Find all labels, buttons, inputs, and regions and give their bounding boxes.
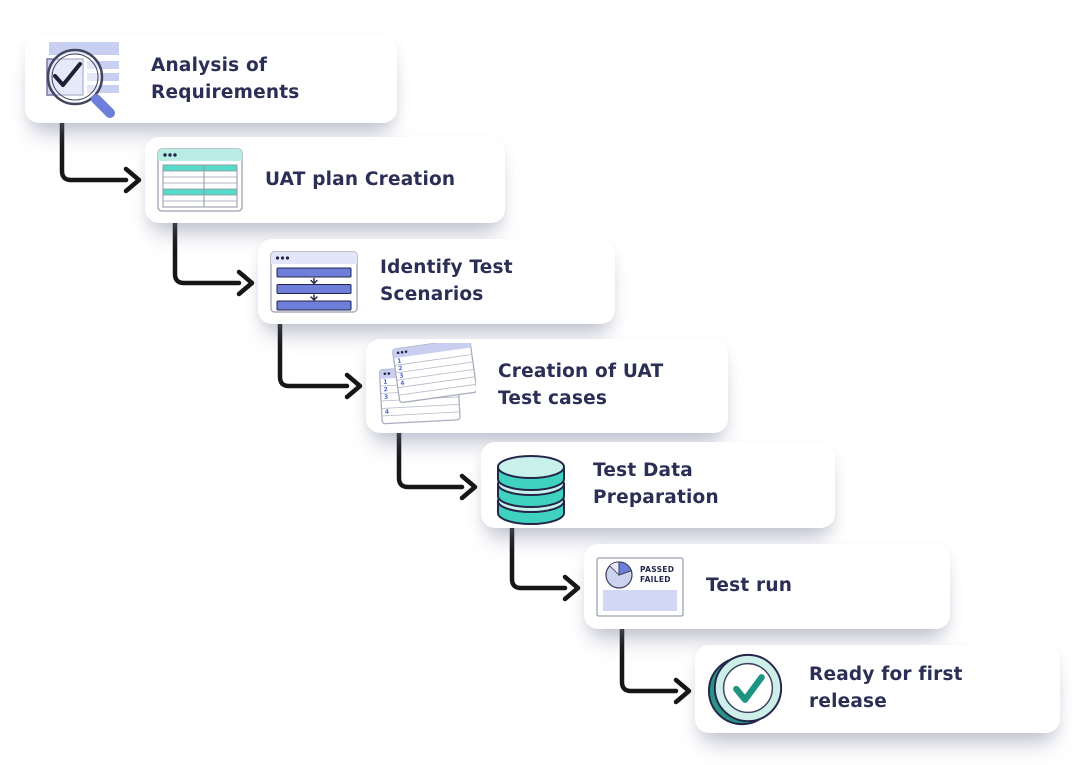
step-card-uat-plan-creation: UAT plan Creation bbox=[145, 137, 505, 223]
step-card-analysis-of-requirements: Analysis of Requirements bbox=[25, 36, 397, 123]
step-card-creation-of-uat-test-cases: 1 2 3 4 1 2 3 4 Creation of UAT Te bbox=[366, 339, 728, 433]
arrow-step4-to-step5 bbox=[396, 430, 478, 501]
scenario-steps-icon bbox=[270, 250, 358, 313]
svg-text:4: 4 bbox=[385, 409, 390, 416]
database-icon bbox=[493, 445, 571, 525]
svg-text:4: 4 bbox=[400, 380, 405, 388]
svg-text:1: 1 bbox=[383, 379, 388, 386]
step-label: Identify Test Scenarios bbox=[380, 256, 513, 305]
step-label: Test Data Preparation bbox=[593, 460, 719, 508]
svg-text:3: 3 bbox=[399, 372, 404, 380]
arrow-step6-to-step7 bbox=[619, 626, 692, 705]
step-label: Ready for first release bbox=[809, 664, 963, 712]
arrow-step3-to-step4 bbox=[277, 321, 363, 400]
test-report-pie-icon: PASSED FAILED bbox=[596, 556, 684, 617]
check-circle-icon bbox=[707, 649, 787, 729]
step-label: Test run bbox=[706, 575, 793, 597]
svg-text:1: 1 bbox=[397, 357, 402, 365]
arrow-step1-to-step2 bbox=[59, 120, 142, 194]
plan-table-icon bbox=[157, 148, 243, 212]
arrow-step2-to-step3 bbox=[172, 220, 255, 297]
arrow-step5-to-step6 bbox=[509, 525, 581, 602]
step-card-test-run: PASSED FAILED Test run bbox=[584, 544, 950, 629]
svg-text:2: 2 bbox=[398, 365, 403, 373]
svg-text:2: 2 bbox=[383, 386, 388, 393]
requirements-magnifier-icon bbox=[37, 40, 129, 120]
step-label: Creation of UAT Test cases bbox=[498, 361, 664, 409]
step-card-identify-test-scenarios: Identify Test Scenarios bbox=[258, 239, 615, 324]
passed-label: PASSED bbox=[640, 565, 674, 574]
failed-label: FAILED bbox=[640, 575, 671, 584]
step-card-test-data-preparation: Test Data Preparation bbox=[481, 442, 835, 528]
step-label: Analysis of Requirements bbox=[151, 54, 300, 103]
test-cases-windows-icon: 1 2 3 4 1 2 3 4 bbox=[378, 343, 476, 429]
step-card-ready-for-first-release: Ready for first release bbox=[695, 645, 1060, 733]
step-label: UAT plan Creation bbox=[265, 168, 456, 190]
svg-text:3: 3 bbox=[384, 394, 389, 401]
